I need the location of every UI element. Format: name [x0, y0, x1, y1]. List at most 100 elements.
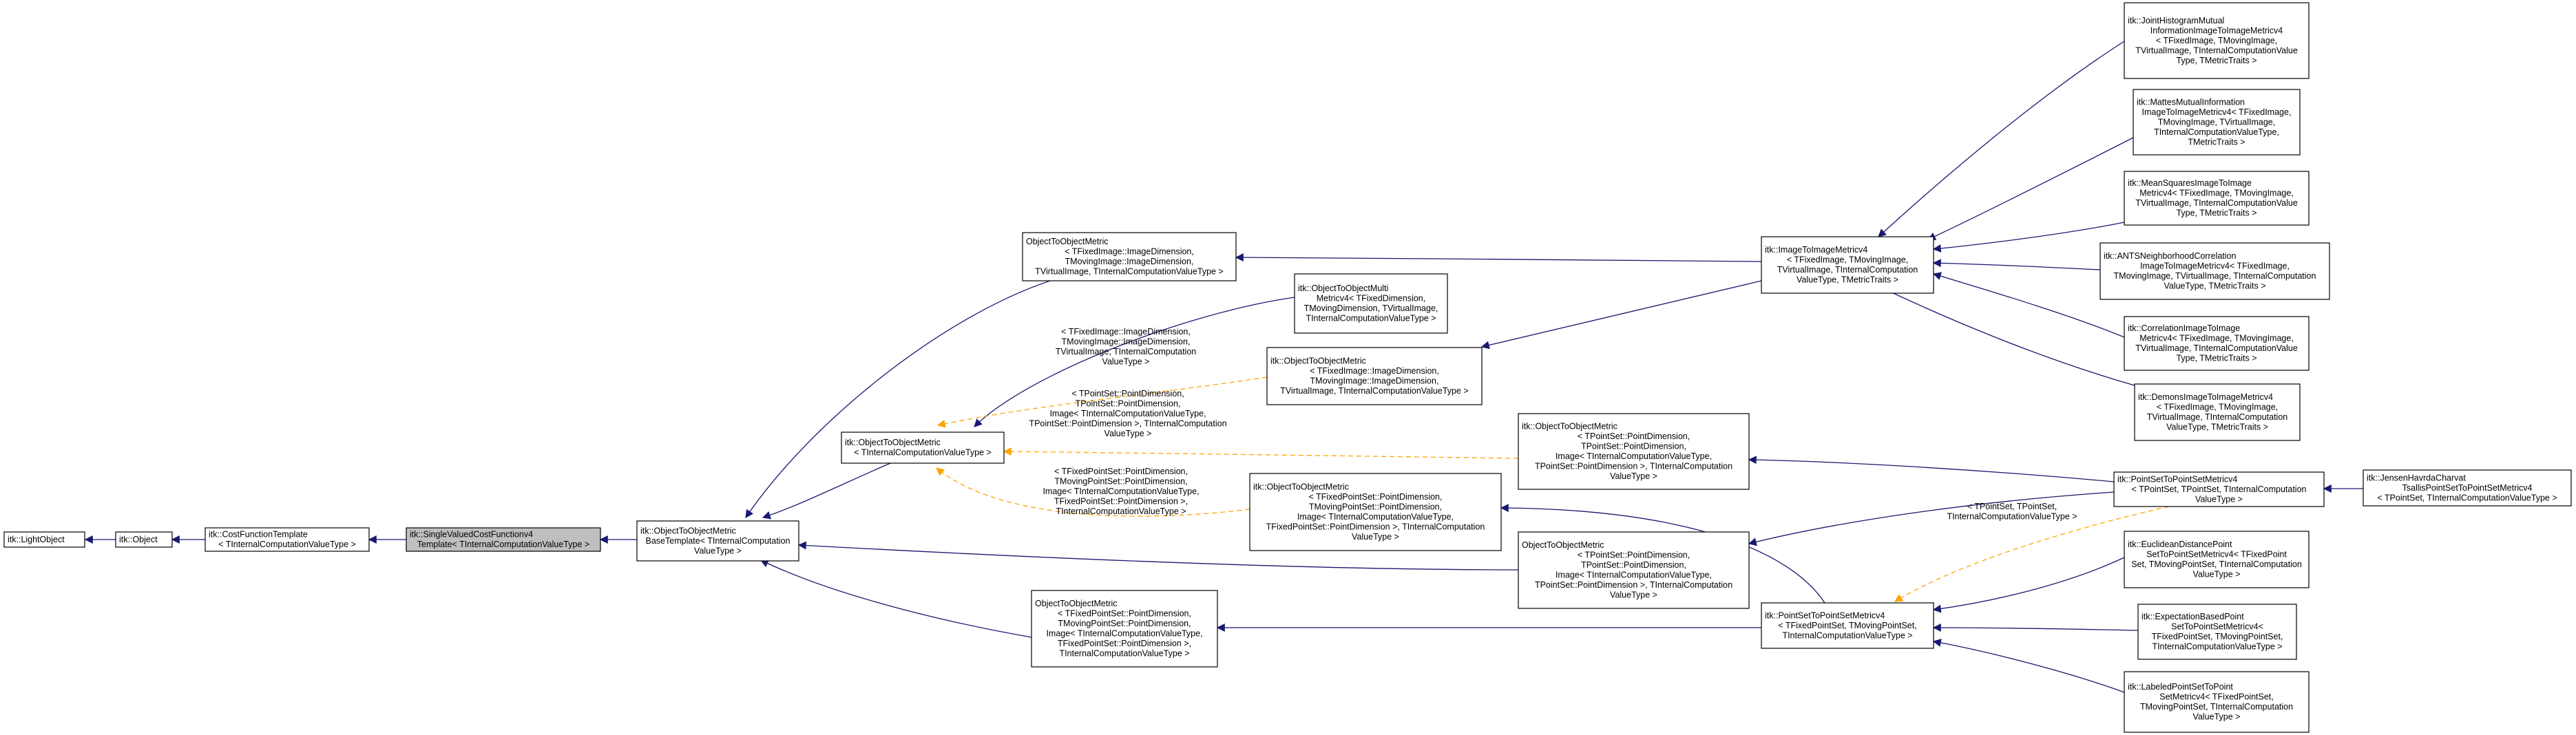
class-node-label-line: TMovingImage, TVirtualImage, TInternalCo… — [2114, 271, 2316, 281]
class-node-box — [841, 432, 1005, 464]
class-node-label-line: < TPointSet, TInternalComputationValueTy… — [2377, 493, 2557, 502]
class-node-label-line: itk::EuclideanDistancePoint — [2128, 540, 2232, 549]
class-node-label-line: TVirtualImage, TInternalComputationValue… — [1280, 386, 1468, 396]
class-node-expectation[interactable]: itk::ExpectationBasedPointSetToPointSetM… — [2137, 604, 2297, 660]
class-node-label-line: ImageToImageMetricv4< TFixedImage, — [2140, 262, 2290, 271]
class-node-label-line: TMovingImage::ImageDimension, — [1310, 376, 1439, 386]
class-node-box — [1761, 602, 1934, 649]
template-edge-label-lbl_pstops: < TPointSet, TPointSet,TInternalComputat… — [1947, 502, 2077, 522]
template-edge-label-line: ValueType > — [1102, 357, 1150, 367]
class-node-label-line: Image< TInternalComputationValueType, — [1556, 571, 1712, 580]
class-node-box — [2133, 89, 2301, 156]
class-node-label-line: TsallisPointSetToPointSetMetricv4 — [2402, 483, 2533, 493]
class-node-label-line: itk::SingleValuedCostFunctionv4 — [410, 530, 533, 540]
class-node-label-line: itk::ANTSNeighborhoodCorrelation — [2104, 251, 2237, 261]
class-node-label-line: TVirtualImage, TInternalComputation — [1777, 265, 1918, 275]
template-edge-label-line: TInternalComputationValueType > — [1947, 512, 2077, 522]
edge-template-otomfixedpointset — [936, 467, 1250, 517]
class-node-box — [1294, 273, 1448, 334]
class-node-label-line: BaseTemplate< TInternalComputation — [646, 536, 790, 546]
class-node-box — [2124, 316, 2310, 371]
class-node-label-line: TVirtualImage, TInternalComputationValue… — [1035, 267, 1223, 277]
class-node-label-line: ValueType > — [1610, 590, 1657, 600]
class-node-label-line: itk::LabeledPointSetToPoint — [2128, 682, 2233, 692]
template-edge-label-line: ValueType > — [1104, 429, 1152, 438]
class-node-lightobject[interactable]: itk::LightObject — [3, 531, 85, 548]
class-node-label-line: TPointSet::PointDimension, — [1581, 442, 1686, 451]
edge-instfixedpointset-to-metricbase — [760, 560, 1032, 638]
class-node-jointhistogram[interactable]: itk::JointHistogramMutualInformationImag… — [2124, 2, 2310, 79]
class-node-label-line: TInternalComputationValueType > — [2152, 642, 2282, 652]
class-node-label-line: Image< TInternalComputationValueType, — [1297, 512, 1454, 522]
class-node-label-line: itk::ObjectToObjectMetric — [640, 526, 736, 535]
template-edge-label-line: TMovingImage::ImageDimension, — [1062, 337, 1191, 347]
class-node-label-line: itk::ObjectToObjectMetric — [1522, 422, 1617, 432]
class-node-box — [1518, 531, 1750, 609]
class-node-label-line: TInternalComputationValueType, — [2154, 127, 2279, 137]
class-node-label-line: InformationImageToImageMetricv4 — [2150, 25, 2283, 35]
class-node-label-line: TMovingImage::ImageDimension, — [1065, 257, 1194, 266]
class-node-label-line: TPointSet::PointDimension >, TInternalCo… — [1535, 580, 1732, 590]
edge-meansquares-to-imagetoimage — [1932, 222, 2125, 253]
class-node-pointsettopointsetmetricv4_t[interactable]: itk::PointSetToPointSetMetricv4< TPointS… — [2113, 471, 2325, 507]
class-node-label-line: < TPointSet::PointDimension, — [1578, 432, 1690, 441]
class-node-label-line: < TPointSet, TPointSet, TInternalComputa… — [2132, 484, 2307, 494]
class-node-imagetoimagemetricv4[interactable]: itk::ImageToImageMetricv4< TFixedImage, … — [1761, 236, 1934, 294]
class-node-label-line: ValueType > — [2195, 494, 2243, 504]
class-node-ants[interactable]: itk::ANTSNeighborhoodCorrelationImageToI… — [2099, 242, 2330, 300]
class-node-label-line: < TInternalComputationValueType > — [854, 448, 992, 458]
class-node-demons[interactable]: itk::DemonsImageToImageMetricv4< TFixedI… — [2134, 383, 2301, 441]
edge-pstops-t-to-otompointset — [1748, 456, 2115, 482]
class-node-otom_image2[interactable]: itk::ObjectToObjectMetric< TFixedImage::… — [1266, 347, 1483, 405]
class-node-box — [2363, 469, 2572, 507]
class-node-mattes[interactable]: itk::MattesMutualInformationImageToImage… — [2133, 89, 2301, 156]
class-node-labeled[interactable]: itk::LabeledPointSetToPointSetMetricv4< … — [2124, 671, 2310, 733]
edge-jointhistogram-to-imagetoimage — [1878, 41, 2125, 237]
edge-ants-to-imagetoimage — [1932, 259, 2101, 270]
template-edge-label-line: TVirtualImage, TInternalComputation — [1056, 347, 1197, 356]
class-node-label-line: Set, TMovingPointSet, TInternalComputati… — [2131, 560, 2302, 569]
class-node-label-line: < TFixedPointSet, TMovingPointSet, — [1778, 621, 1916, 630]
class-node-label-line: ImageToImageMetricv4< TFixedImage, — [2142, 107, 2292, 117]
class-node-label-line: TVirtualImage, TInternalComputationValue — [2135, 45, 2298, 55]
class-node-otom_fixedpointset[interactable]: itk::ObjectToObjectMetric< TFixedPointSe… — [1249, 473, 1502, 551]
class-node-label-line: itk::ImageToImageMetricv4 — [1765, 245, 1867, 255]
class-node-euclidean[interactable]: itk::EuclideanDistancePointSetToPointSet… — [2124, 531, 2310, 588]
template-edge-label-line: < TFixedImage::ImageDimension, — [1061, 327, 1191, 337]
class-node-otom_pointset[interactable]: itk::ObjectToObjectMetric< TPointSet::Po… — [1518, 413, 1750, 490]
class-node-objecttoobjectmetric[interactable]: itk::ObjectToObjectMetric< TInternalComp… — [841, 432, 1005, 464]
class-node-label-line: ValueType, TMetricTraits > — [2164, 281, 2265, 291]
class-node-label-line: itk::DemonsImageToImageMetricv4 — [2138, 392, 2273, 402]
edge-mattes-to-imagetoimage — [1927, 137, 2134, 240]
template-edge-label-line: < TPointSet::PointDimension, — [1071, 389, 1184, 398]
template-edge-label-line: Image< TInternalComputationValueType, — [1043, 487, 1199, 496]
class-node-label-line: TPointSet::PointDimension >, TInternalCo… — [1535, 462, 1732, 471]
class-node-costfunctiontemplate[interactable]: itk::CostFunctionTemplate< TInternalComp… — [205, 527, 370, 552]
class-node-label-line: < TPointSet::PointDimension, — [1578, 551, 1690, 560]
class-node-box — [1518, 413, 1750, 490]
class-node-label-line: TFixedPointSet::PointDimension >, TInter… — [1266, 522, 1485, 532]
class-node-pointsettopointsetmetricv4[interactable]: itk::PointSetToPointSetMetricv4< TFixedP… — [1761, 602, 1934, 649]
class-node-label-line: Image< TInternalComputationValueType, — [1556, 451, 1712, 461]
class-node-box — [2113, 471, 2325, 507]
nodes-layer: itk::LightObject itk::Object itk::CostFunc… — [3, 2, 2572, 733]
class-node-inst_fixedpointset[interactable]: ObjectToObjectMetric< TFixedPointSet::Po… — [1031, 590, 1218, 668]
class-node-inst_pointset[interactable]: ObjectToObjectMetric< TPointSet::PointDi… — [1518, 531, 1750, 609]
template-edge-label-line: TPointSet::PointDimension >, TInternalCo… — [1029, 419, 1226, 429]
class-node-inst_image[interactable]: ObjectToObjectMetric< TFixedImage::Image… — [1022, 232, 1237, 281]
class-node-object[interactable]: itk::Object — [115, 531, 173, 548]
class-node-box — [1266, 347, 1483, 405]
class-node-label-line: SetMetricv4< TFixedPointSet, — [2159, 692, 2273, 702]
class-node-label-line: Metricv4< TFixedImage, TMovingImage, — [2139, 189, 2294, 198]
class-node-label-line: TPointSet::PointDimension, — [1581, 560, 1686, 570]
class-node-label-line: itk::ObjectToObjectMetric — [1270, 356, 1366, 366]
class-node-label-line: itk::ObjectToObjectMetric — [1253, 482, 1349, 492]
class-node-jensenhavrda[interactable]: itk::JensenHavrdaCharvatTsallisPointSetT… — [2363, 469, 2572, 507]
class-node-label-line: Image< TInternalComputationValueType, — [1046, 629, 1202, 639]
class-node-label-line: ValueType, TMetricTraits > — [2166, 423, 2268, 432]
